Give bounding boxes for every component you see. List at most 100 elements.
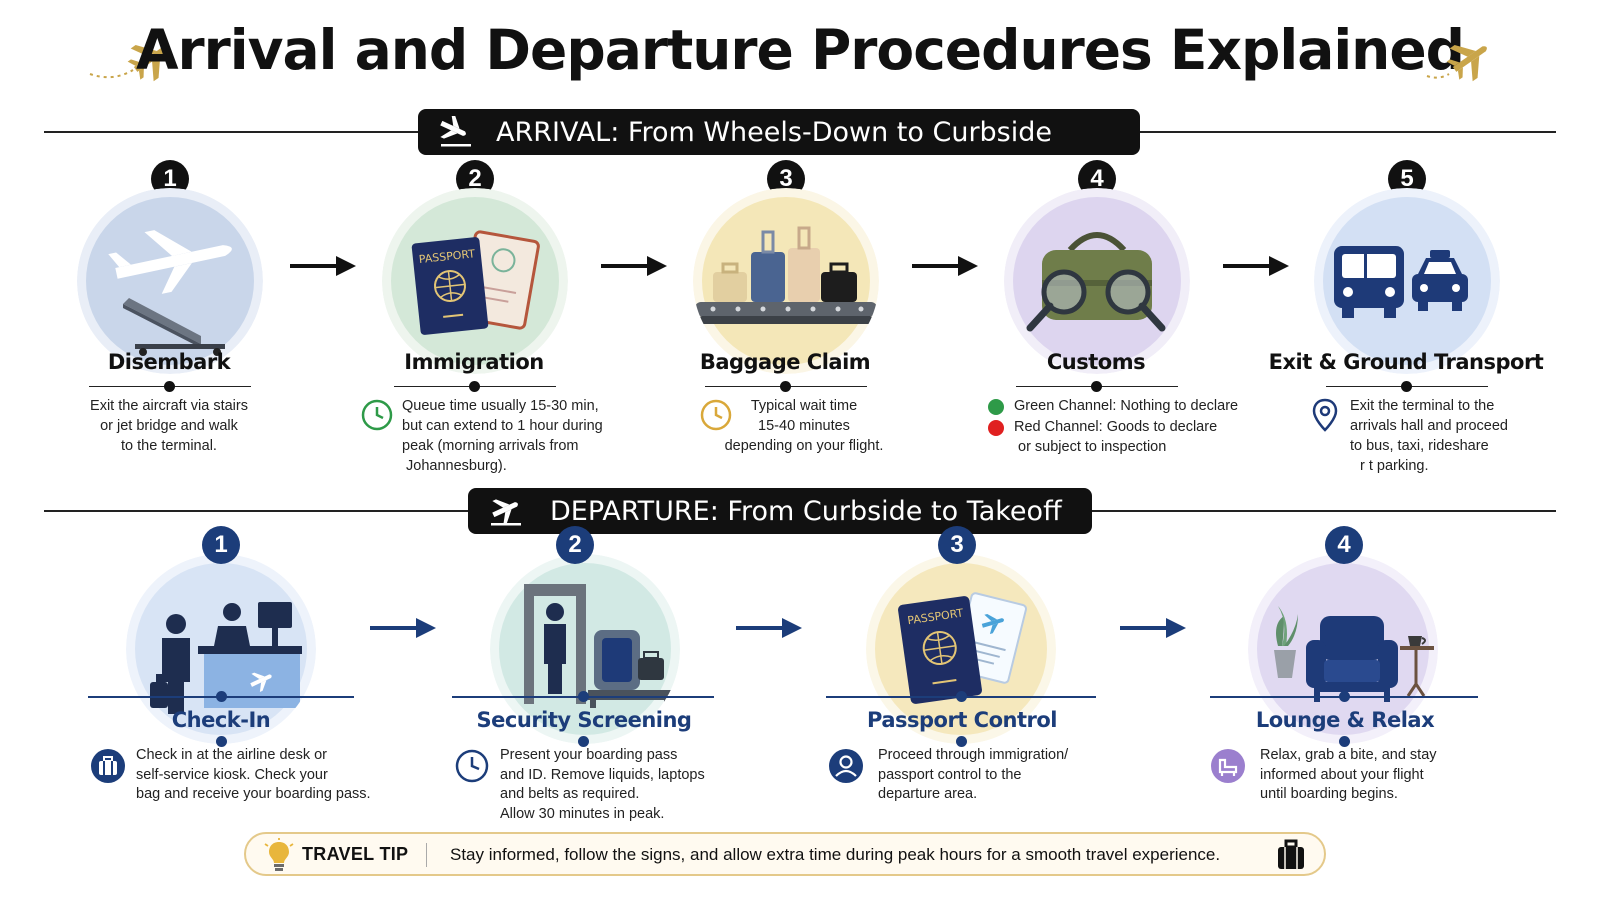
red-channel-text: Red Channel: Goods to declare [1014,419,1218,435]
green-channel-text: Green Channel: Nothing to declare [1014,398,1239,414]
desc-line: Johannesburg). [406,458,507,474]
person-icon [829,749,863,783]
arrival-step-customs: 4 Customs Green Channel: Nothing to decl… [946,160,1246,480]
divider-dot [956,691,967,702]
arrow-right-icon [1223,256,1289,276]
travel-tip-bar: TRAVEL TIP Stay informed, follow the sig… [244,832,1326,876]
airplane-icon [1426,45,1487,82]
arrival-step-immigration: 2 PASSPORT Immigration Queue time usuall [324,160,624,480]
divider-dot [216,691,227,702]
step-description: Check in at the airline desk or self-ser… [136,746,396,805]
divider-dot [1401,381,1412,392]
divider-dot [164,381,175,392]
desc-line: Present your boarding pass [500,747,678,763]
desc-line: or jet bridge and walk [100,418,238,434]
desc-line: Exit the terminal to the [1350,398,1495,414]
desc-line: Typical wait time [750,398,858,414]
desc-line: Relax, grab a bite, and stay [1260,747,1437,763]
arrival-step-baggage-claim: 3 Baggage Claim Typical wait time 15-40 … [635,160,935,480]
divider-dot [1339,691,1350,702]
divider-dot [780,381,791,392]
green-channel-dot [988,399,1004,415]
step-title: Baggage Claim [699,350,871,374]
step-description: Relax, grab a bite, and stay informed ab… [1260,746,1490,805]
desc-line: Queue time usually 15-30 min, [402,398,599,414]
arrow-right-icon [1120,618,1186,638]
arrival-banner: ARRIVAL: From Wheels-Down to Curbside [418,109,1140,155]
departure-step-check-in: 1 Check-In Check in at the airline desk … [70,526,420,826]
red-channel-dot [988,420,1004,436]
step-title: Check-In [171,708,271,732]
step-title: Security Screening [476,708,692,732]
arrow-right-icon [736,618,802,638]
suitcase-icon [1278,839,1304,869]
divider-dot [1091,381,1102,392]
step-description: Typical wait time 15-40 minutes dependin… [699,396,909,456]
desc-line: and ID. Remove liquids, laptops [500,766,705,783]
plane-landing-icon [430,109,482,155]
step-description: Present your boarding pass and ID. Remov… [500,746,730,824]
step-title: Lounge & Relax [1255,708,1435,732]
step-title: Customs [1046,350,1146,374]
desc-line: Exit the aircraft via stairs [90,398,248,414]
plane-takeoff-icon [480,488,532,534]
desc-line: departure area. [878,786,978,802]
desc-line: self-service kiosk. Check your [136,766,328,783]
arrival-step-exit-ground-transport: 5 Exit & Ground Transport Exit the [1256,160,1556,480]
step-number: 2 [556,526,594,564]
passport-icon: PASSPORT [382,188,568,374]
desc-line: Proceed through immigration/ [878,747,1069,763]
desc-line: depending on your flight. [724,438,884,454]
luggage-icon [91,749,125,783]
departure-step-passport-control: PASSPORT 3 Passport Control Proceed thro… [808,526,1158,826]
bus-taxi-icon [1314,188,1500,374]
airplane-icon [89,45,168,82]
desc-line: to bus, taxi, rideshare [1350,438,1489,454]
departure-step-lounge-relax: 4 Lounge & Relax Relax, grab a bite, and… [1192,526,1542,826]
step-title: Exit & Ground Transport [1268,350,1544,374]
step-description: Exit the terminal to the arrivals hall a… [1350,396,1550,476]
desc-line: informed about your flight [1260,766,1424,783]
desc-line: passport control to the [878,766,1022,783]
divider-dot [469,381,480,392]
desc-line: and belts as required. [500,786,640,802]
desc-line: Check in at the airline desk or [136,747,328,763]
desc-line: until boarding begins. [1260,786,1398,802]
arrow-right-icon [912,256,978,276]
clock-icon [700,399,732,431]
desc-line: Allow 30 minutes in peak. [500,805,665,822]
red-channel-text: or subject to inspection [1018,439,1167,455]
step-title: Disembark [107,350,231,374]
step-number: 4 [1325,526,1363,564]
desc-line: but can extend to 1 hour during [402,418,603,434]
desc-line: arrivals hall and proceed [1350,418,1508,434]
travel-tip-label: TRAVEL TIP [302,844,409,864]
desc-line: to the terminal. [121,438,217,454]
travel-tip-text: Stay informed, follow the signs, and all… [450,845,1221,864]
lounge-chair-icon [1211,749,1245,783]
divider-dot [1339,736,1350,747]
plane-stairs-icon [77,188,263,374]
step-description: Exit the aircraft via stairs or jet brid… [19,396,319,456]
departure-step-security-screening: 2 Security Screening Present your boardi… [434,526,784,826]
arrival-banner-label: ARRIVAL: From Wheels-Down to Curbside [496,116,1053,148]
step-title: Passport Control [867,708,1057,732]
desc-line: peak (morning arrivals from [402,438,579,454]
arrow-right-icon [370,618,436,638]
clock-icon [455,749,489,783]
arrow-right-icon [601,256,667,276]
divider-dot [578,691,589,702]
bag-inspection-icon [1004,188,1190,374]
svg-text:PASSPORT: PASSPORT [418,247,476,266]
location-pin-icon [1312,398,1338,432]
arrival-step-disembark: 1 Disembark Exit the aircraft via stairs… [19,160,319,480]
desc-line: bag and receive your boarding pass. [136,786,371,802]
arrow-right-icon [290,256,356,276]
baggage-carousel-icon [693,188,879,374]
departure-banner-label: DEPARTURE: From Curbside to Takeoff [550,495,1062,527]
lightbulb-icon [264,838,294,871]
divider-dot [216,736,227,747]
clock-icon [361,399,393,431]
step-description: Proceed through immigration/ passport co… [878,746,1108,805]
page-title: Arrival and Departure Procedures Explain… [135,18,1465,82]
